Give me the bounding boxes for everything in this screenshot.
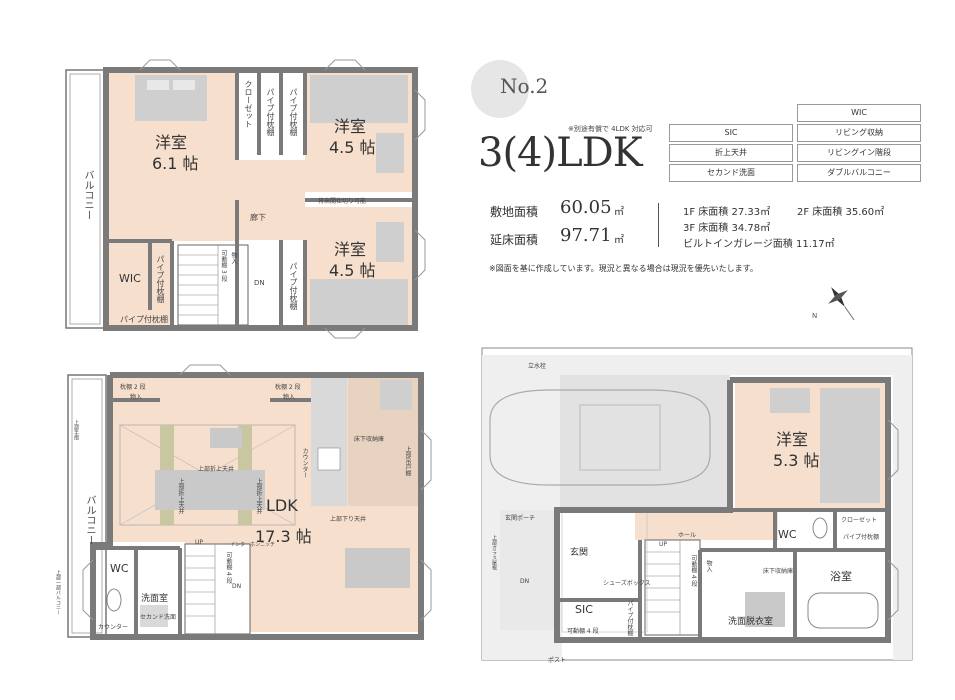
floor1-room-size: 5.3 帖	[773, 451, 820, 470]
tag-coved-ceiling: 折上天井	[669, 144, 793, 162]
total-area-label: 延床面積	[490, 233, 539, 247]
floor2-upper-cabinet: 上部吊戸棚	[404, 446, 411, 476]
tag-living-stairs: リビングイン階段	[797, 144, 921, 162]
floor3-area: 3F 床面積 34.78㎡	[683, 223, 771, 234]
floor3-dn: DN	[254, 279, 265, 287]
floor1-shoes: シューズボックス	[603, 580, 651, 587]
floor3-pipe3: パイプ付枕棚	[289, 262, 298, 310]
floor1-storage-label: 物入	[705, 560, 712, 572]
tag-second-wash: セカンド洗面	[669, 164, 793, 182]
floor3-partition: 将来間仕切り可能	[318, 198, 367, 205]
floor3-pipe1: パイプ付枕棚	[266, 88, 275, 136]
floor2-ceiling1: 上部折上天井	[198, 466, 235, 473]
floor1-gate: 上部ガラス屋根	[491, 535, 497, 570]
plan-number: No.2	[500, 74, 549, 98]
site-area-unit: ㎡	[614, 207, 624, 218]
floor3-pipe5: パイプ付枕棚	[120, 315, 168, 324]
floor2-area: 2F 床面積 35.60㎡	[797, 207, 885, 218]
floor1-dressing: 洗面脱衣室	[728, 617, 774, 627]
floor2-ceiling4: 上部下り天井	[330, 516, 367, 523]
site-area-label: 敷地面積	[490, 205, 539, 219]
floor1-entrance-porch: 玄関ポーチ	[505, 515, 536, 522]
floor1-area: 1F 床面積 27.33㎡	[683, 207, 771, 218]
floor2-ldk-name: LDK	[266, 496, 298, 515]
floor2-storage-a: 物入	[130, 394, 143, 401]
floor2-balcony-note: 上部手摺	[73, 420, 79, 440]
floor1-closet: クローゼット	[841, 517, 878, 524]
floor2-ceiling2: 上部折上天井	[177, 478, 184, 514]
floor3-room2-size: 4.5 帖	[329, 138, 376, 157]
area-divider	[658, 203, 659, 247]
layout-note: ※別途有償で 4LDK 対応可	[568, 125, 653, 133]
floor1-wc: WC	[778, 528, 797, 541]
site-area-value: 60.05	[560, 197, 612, 218]
floor2-shelf1: 枕棚 2 段	[120, 384, 146, 391]
total-area-unit: ㎡	[614, 235, 624, 246]
floor3-storage-shelf: 可動棚 3 段	[220, 250, 227, 282]
floor2-balcony-note2: 上部一部バルコニー	[55, 570, 61, 615]
floor1-pipe: パイプ付枕棚	[843, 534, 880, 541]
floor3-wic: WIC	[119, 272, 141, 285]
floor1-dn: DN	[520, 578, 530, 585]
floor2-dn: DN	[232, 583, 242, 590]
floor1-sic-shelf: 可動棚 4 段	[567, 628, 599, 635]
floor3-balcony: バルコニー	[82, 170, 93, 220]
floor3-room3-name: 洋室	[334, 240, 367, 259]
floor1-hall: ホール	[678, 532, 697, 539]
floor3-room3-size: 4.5 帖	[329, 261, 376, 280]
tag-living-storage: リビング収納	[797, 124, 921, 142]
plan-number-circle	[471, 60, 529, 118]
floor3-room2-name: 洋室	[334, 117, 367, 136]
floor1-room-name: 洋室	[776, 430, 809, 449]
floor2-up: UP	[195, 539, 204, 546]
floor2-underfloor: 床下収納庫	[354, 436, 385, 443]
floor2-interphone: インターホンニッチ	[230, 542, 276, 548]
floor2-ceiling3: 上部折上天井	[255, 478, 262, 514]
floor2-storage-shelf: 可動棚 4 段	[225, 552, 232, 584]
floor2-second-wash: セカンド洗面	[140, 614, 177, 621]
floor3-hall: 廊下	[250, 213, 266, 222]
total-area-value: 97.71	[560, 225, 612, 246]
garage-area: ビルトインガレージ面積 11.17㎡	[683, 239, 835, 250]
floor3-storage-label: 物入	[230, 252, 237, 264]
floor1-underfloor: 床下収納庫	[763, 568, 794, 575]
floor2-shelf2: 枕棚 2 段	[275, 384, 301, 391]
floor3-closet: クローゼット	[244, 80, 253, 128]
floor2-kitchen-counter: カウンター	[301, 448, 308, 478]
floor3-room1-name: 洋室	[155, 133, 188, 152]
floor2-balcony: バルコニー	[84, 495, 95, 545]
floor2-storage-b: 物入	[283, 394, 296, 401]
floor1-faucet: 立水栓	[528, 363, 547, 370]
floor1-up: UP	[659, 541, 668, 548]
floor2-ldk-size: 17.3 帖	[255, 527, 312, 546]
floor3-pipe4: パイプ付枕棚	[156, 255, 165, 303]
floor2-counter: カウンター	[98, 624, 129, 631]
floor1-storage-shelf: 可動棚 4 段	[690, 555, 697, 587]
floor3-pipe2: パイプ付枕棚	[289, 88, 298, 136]
floor3-room1-size: 6.1 帖	[152, 154, 199, 173]
floor2-wc: WC	[110, 562, 129, 575]
layout-title: 3(4)LDK	[478, 130, 643, 176]
floor1-bath: 浴室	[830, 570, 852, 583]
tag-wic: WIC	[797, 104, 921, 122]
floor1-pipe2: パイプ付枕棚	[626, 600, 633, 636]
disclaimer: ※図面を基に作成しています。現況と異なる場合は現況を優先いたします。	[489, 264, 758, 273]
floor1-sic: SIC	[575, 603, 593, 616]
floor1-entrance: 玄関	[570, 548, 589, 558]
floor1-post: ポスト	[548, 657, 567, 664]
tag-sic: SIC	[669, 124, 793, 142]
floor2-washroom: 洗面室	[141, 594, 169, 604]
tag-double-balcony: ダブルバルコニー	[797, 164, 921, 182]
